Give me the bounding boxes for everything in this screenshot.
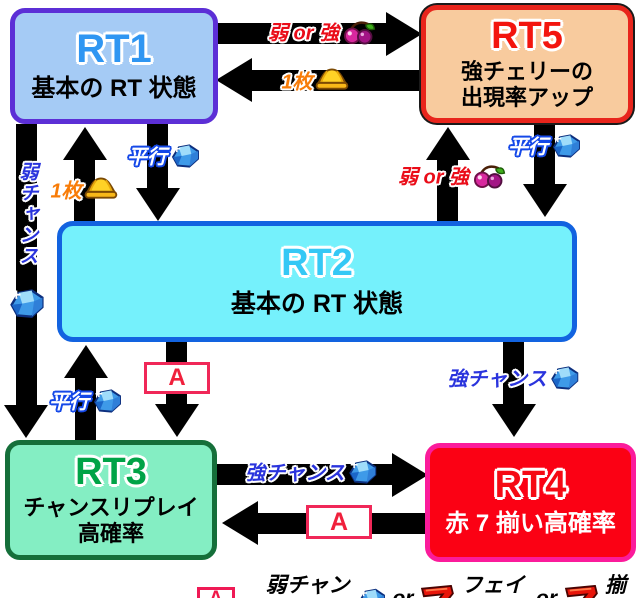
label-parallel-rt1-rt2: 平行 [127, 141, 201, 170]
arrow-rt5-to-rt1-head [216, 58, 252, 102]
legend-or-2: or [536, 587, 557, 598]
arrow-rt3-to-rt4-shaft [216, 464, 394, 485]
rt3-subtitle-line2: 高確率 [77, 521, 144, 546]
red-seven-icon [562, 585, 600, 598]
blue-crystal-icon [550, 364, 581, 390]
arrow-rt5-to-rt2-shaft [534, 123, 555, 185]
label-parallel-rt3-rt2: 平行 [49, 386, 123, 415]
arrow-rt1-to-rt5-head [386, 12, 422, 56]
a-transition-box-rt2-rt3: A [144, 362, 210, 394]
arrow-rt4-to-rt3-head [222, 501, 258, 545]
label-weak-or-strong-top: 弱 or 強 [268, 17, 376, 46]
label-strong-chance-rt3-rt4: 強チャンス [245, 457, 378, 486]
state-box-rt4: RT4 赤 7 揃い高確率 [425, 443, 636, 562]
arrow-rt2-to-rt4-head [492, 404, 536, 437]
blue-crystal-icon [92, 387, 123, 413]
label-strong-chance-rt2-rt4: 強チャンス [447, 363, 580, 392]
state-box-rt1: RT1 基本の RT 状態 [10, 8, 218, 124]
blue-crystal-icon [357, 587, 387, 598]
arrow-rt5-to-rt2-head [523, 184, 567, 217]
arrow-rt3-to-rt2-shaft [75, 375, 96, 440]
legend-fake: フェイク [461, 574, 525, 597]
arrow-rt2-to-rt1-shaft [74, 156, 95, 221]
label-one-coin-top: 1枚 [281, 66, 349, 95]
legend-a-box: A [197, 586, 235, 598]
state-box-rt5: RT5 強チェリーの 出現率アップ [421, 5, 633, 123]
red-seven-icon [418, 585, 456, 598]
legend: A … 弱チャンス or フェイク or 揃い [197, 569, 640, 598]
rt5-subtitle-line1: 強チェリーの [460, 59, 593, 85]
blue-crystal-icon [348, 458, 379, 484]
arrow-rt1-to-rt3-head [4, 405, 48, 438]
rt3-title: RT3 [75, 451, 147, 494]
blue-crystal-icon [551, 132, 582, 158]
legend-weak-chance: 弱チャンス [265, 574, 350, 597]
rt4-subtitle: 赤 7 揃い高確率 [445, 510, 616, 538]
arrow-rt2-to-rt4-shaft [503, 342, 524, 406]
legend-align: 揃い [605, 574, 627, 597]
arrow-rt2-to-rt5-head [426, 127, 470, 160]
blue-crystal-icon [7, 287, 47, 319]
rt2-subtitle: 基本の RT 状態 [230, 289, 404, 318]
arrow-rt3-to-rt4-head [392, 453, 428, 497]
rt1-subtitle: 基本の RT 状態 [31, 74, 197, 102]
rt2-title: RT2 [281, 241, 353, 284]
label-parallel-rt5-rt2: 平行 [508, 131, 582, 160]
coin-bell-icon [84, 177, 118, 202]
a-transition-box-rt4-rt3: A [306, 505, 372, 539]
cherry-icon [342, 18, 376, 45]
state-box-rt2: RT2 基本の RT 状態 [57, 221, 577, 342]
legend-dots: … [240, 587, 261, 598]
coin-bell-icon [315, 68, 349, 93]
rt4-title: RT4 [494, 464, 567, 507]
arrow-rt2-to-rt3-head [155, 404, 199, 437]
blue-crystal-icon [170, 142, 201, 168]
legend-or-1: or [392, 587, 413, 598]
arrow-rt1-to-rt3-shaft [16, 124, 37, 405]
label-weak-or-strong-mid: 弱 or 強 [398, 161, 506, 190]
label-one-coin-left: 1枚 [50, 175, 118, 204]
label-weak-chance-vertical: 弱チャンス [16, 162, 38, 267]
arrow-rt1-to-rt2-shaft [147, 124, 168, 188]
state-box-rt3: RT3 チャンスリプレイ 高確率 [5, 440, 217, 560]
arrow-rt1-to-rt2-head [136, 188, 180, 221]
rt5-title: RT5 [491, 15, 563, 58]
arrow-rt2-to-rt5-shaft [437, 156, 458, 221]
cherry-icon [472, 162, 506, 189]
arrow-rt3-to-rt2-head [64, 345, 108, 378]
rt5-subtitle-line2: 出現率アップ [460, 85, 593, 110]
arrow-rt2-to-rt1-head [63, 127, 107, 160]
rt1-title: RT1 [76, 26, 152, 71]
rt3-subtitle-line1: チャンスリプレイ [23, 495, 199, 521]
